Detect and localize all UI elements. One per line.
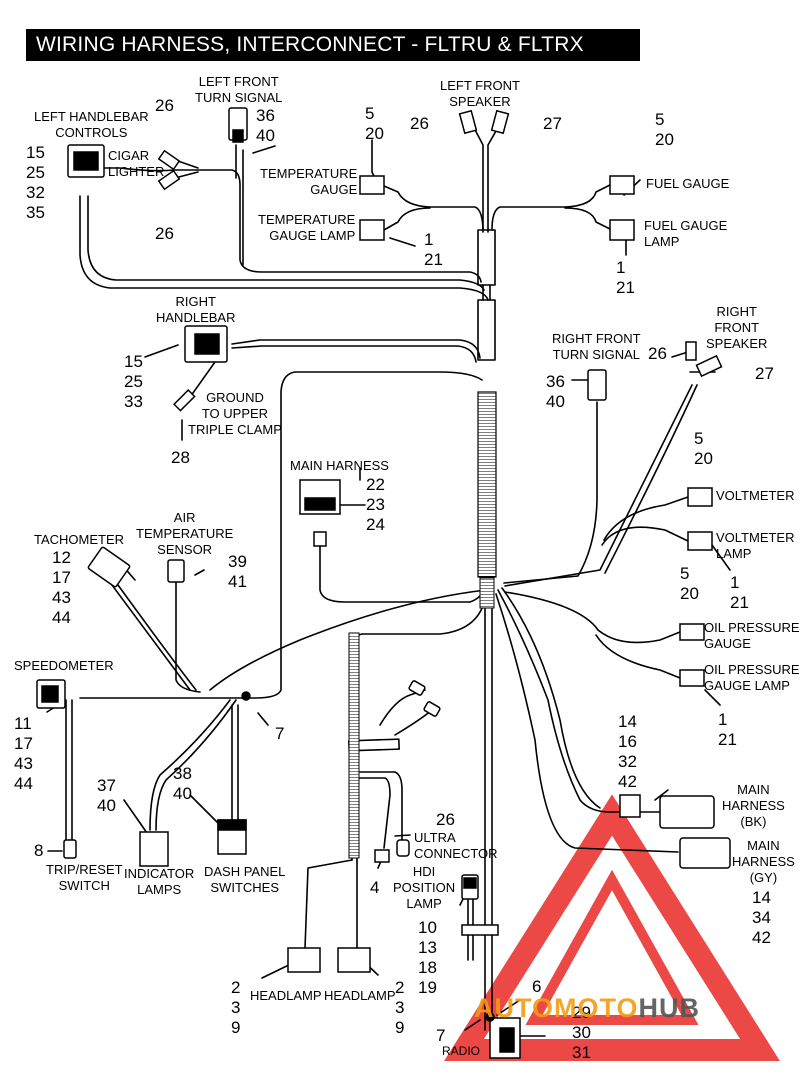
ref-ultra-top: 26	[436, 810, 455, 829]
refs-left-handlebar: 15 25 32 35	[26, 143, 45, 222]
ref-right-speaker-left: 26	[648, 344, 667, 363]
refs-indicator-lamps: 37 40	[97, 776, 116, 815]
temperature-gauge-connector	[359, 175, 385, 195]
tachometer-connector	[87, 546, 131, 588]
refs-voltmeter-lamp: 1 21	[730, 573, 749, 612]
label-main-harness-gy: MAIN HARNESS (GY)	[732, 838, 795, 885]
label-hdi-position-lamp: HDI POSITION LAMP	[393, 864, 456, 911]
main-harness-gy-connector	[679, 837, 731, 869]
fuel-lamp-connector	[609, 219, 635, 241]
ref-trip-reset: 8	[34, 841, 44, 860]
label-oil-pressure-gauge: OIL PRESSURE GAUGE	[704, 620, 800, 651]
watermark-part2: HUB	[638, 993, 701, 1023]
trip-reset-connector	[63, 839, 77, 859]
ref-radio-left: 7	[436, 1026, 446, 1045]
label-voltmeter: VOLTMETER	[716, 488, 795, 503]
label-right-handlebar: RIGHT HANDLEBAR	[156, 294, 236, 325]
coil-left	[348, 632, 360, 859]
oil-pressure-lamp-connector	[679, 669, 705, 687]
label-speedometer: SPEEDOMETER	[14, 658, 114, 673]
label-right-front-turn-signal: RIGHT FRONT TURN SIGNAL	[552, 331, 641, 362]
label-temperature-gauge: TEMPERATURE GAUGE	[260, 166, 358, 197]
refs-right-turn-signal: 36 40	[546, 372, 565, 411]
ref-ground: 28	[171, 448, 190, 467]
indicator-lamps-connector	[139, 831, 169, 867]
label-ground: GROUND TO UPPER TRIPLE CLAMP	[188, 390, 282, 437]
watermark-part1: AUTOMOTO	[474, 993, 639, 1023]
refs-temperature-gauge: 5 20	[365, 104, 384, 143]
headlamp-left-connector	[287, 947, 321, 973]
refs-headlamp-right: 2 3 9	[395, 978, 405, 1037]
ref-clip: 7	[275, 724, 285, 743]
refs-speedometer: 11 17 43 44	[14, 714, 33, 793]
label-fuel-gauge-lamp: FUEL GAUGE LAMP	[644, 218, 728, 249]
watermark-logo	[444, 794, 780, 1061]
main-harness-bk-connector	[659, 795, 715, 829]
label-headlamp-right: HEADLAMP	[324, 988, 396, 1003]
ref-left-speaker-left: 26	[410, 114, 429, 133]
label-headlamp-left: HEADLAMP	[250, 988, 322, 1003]
refs-temperature-lamp: 1 21	[424, 230, 443, 269]
label-temperature-gauge-lamp: TEMPERATURE GAUGE LAMP	[258, 212, 356, 243]
label-radio: RADIO	[442, 1044, 481, 1058]
refs-hdi-position-lamp: 10 13 18 19	[418, 918, 437, 997]
refs-oil-pressure-lamp: 1 21	[718, 710, 737, 749]
voltmeter-connector	[687, 487, 713, 507]
label-main-harness-top: MAIN HARNESS	[290, 458, 389, 473]
refs-fuel-lamp: 1 21	[616, 258, 635, 297]
refs-headlamp-left: 2 3 9	[231, 978, 241, 1037]
refs-main-harness-top: 22 23 24	[366, 475, 385, 534]
label-fuel-gauge: FUEL GAUGE	[646, 176, 730, 191]
refs-left-turn-signal: 36 40	[256, 106, 275, 145]
ref-cigar-bottom: 26	[155, 224, 174, 243]
refs-oil-pressure: 5 20	[680, 564, 699, 603]
label-tachometer: TACHOMETER	[34, 532, 125, 547]
label-main-harness-bk: MAIN HARNESS (BK)	[722, 782, 785, 829]
label-right-front-speaker: RIGHT FRONT SPEAKER	[706, 304, 768, 351]
temperature-lamp-connector	[359, 219, 385, 241]
page-title: WIRING HARNESS, INTERCONNECT - FLTRU & F…	[26, 29, 640, 61]
refs-fuel-gauge: 5 20	[655, 110, 674, 149]
headlamp-right-connector	[337, 947, 371, 973]
refs-tachometer: 12 17 43 44	[52, 548, 71, 627]
watermark-text: AUTOMOTOHUB	[474, 993, 700, 1024]
air-temp-sensor-connector	[167, 559, 185, 583]
ref-ultra-bottom: 4	[370, 878, 380, 897]
ref-radio-top: 6	[532, 977, 542, 996]
refs-main-harness-gy: 14 34 42	[752, 888, 771, 947]
ref-left-speaker-right: 27	[543, 114, 562, 133]
refs-right-handlebar: 15 25 33	[124, 352, 143, 411]
refs-air-temp-sensor: 39 41	[228, 552, 247, 591]
label-oil-pressure-gauge-lamp: OIL PRESSURE GAUGE LAMP	[704, 662, 800, 693]
label-trip-reset-switch: TRIP/RESET SWITCH	[46, 862, 123, 893]
fuel-gauge-connector	[609, 175, 635, 195]
refs-voltmeter: 5 20	[694, 429, 713, 468]
label-indicator-lamps: INDICATOR LAMPS	[124, 866, 195, 897]
ref-cigar-top: 26	[155, 96, 174, 115]
right-turn-signal-connector	[587, 369, 607, 401]
label-cigar-lighter: CIGAR LIGHTER	[108, 148, 165, 179]
voltmeter-lamp-connector	[687, 531, 713, 551]
label-dash-panel-switches: DASH PANEL SWITCHES	[204, 864, 286, 895]
label-air-temp-sensor: AIR TEMPERATURE SENSOR	[136, 510, 234, 557]
label-left-front-turn-signal: LEFT FRONT TURN SIGNAL	[195, 74, 283, 105]
oil-pressure-connector	[679, 623, 705, 641]
label-voltmeter-lamp: VOLTMETER LAMP	[716, 530, 795, 561]
label-left-front-speaker: LEFT FRONT SPEAKER	[440, 78, 520, 109]
label-ultra-connector: ULTRA CONNECTOR	[414, 830, 498, 861]
refs-radio-right: 29 30 31	[572, 1003, 591, 1062]
label-left-handlebar-controls: LEFT HANDLEBAR CONTROLS	[34, 109, 149, 140]
refs-main-harness-bk: 14 16 32 42	[618, 712, 637, 791]
ref-right-speaker-right: 27	[755, 364, 774, 383]
refs-dash-panel-switches: 38 40	[173, 764, 192, 803]
